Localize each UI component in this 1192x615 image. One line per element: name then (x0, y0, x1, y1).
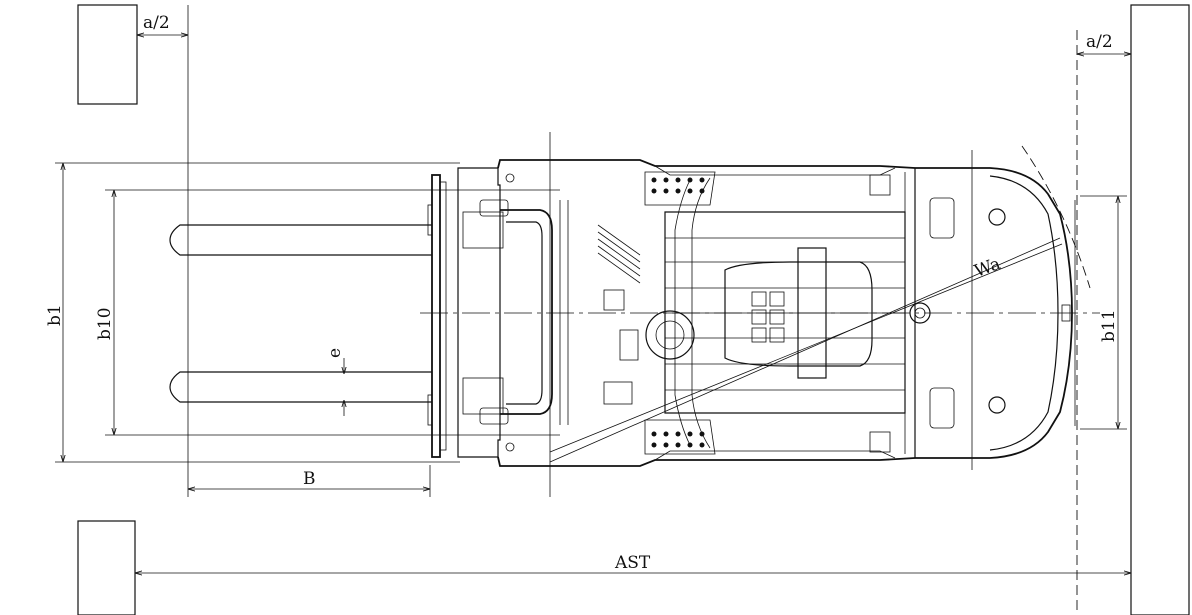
label-b1: b1 (45, 304, 65, 326)
label-ast: AST (614, 553, 651, 573)
fork-lower (169, 371, 432, 403)
pallet-block-bottom-left (77, 520, 136, 615)
dimension-a-half-right: a/2 (1077, 32, 1131, 54)
label-b11: b11 (1099, 309, 1119, 342)
overhead-guard (664, 174, 906, 453)
label-a-half-left: a/2 (143, 13, 170, 33)
label-a-half-right: a/2 (1086, 32, 1113, 52)
dimension-b11: b11 (1080, 195, 1127, 430)
step-plate-upper (644, 171, 716, 206)
turning-radius-wa: Wa (549, 145, 1091, 463)
counterweight (909, 197, 1006, 429)
label-e: e (325, 348, 345, 358)
step-plate-lower (644, 419, 716, 455)
hydraulic-controls (597, 224, 641, 405)
steering-wheel (645, 310, 695, 360)
label-B: B (303, 469, 316, 489)
label-b10: b10 (95, 307, 115, 340)
rack-wall-right (1130, 4, 1190, 615)
mast-assembly (457, 167, 569, 458)
fork-carriage (427, 174, 447, 458)
fork-upper (169, 224, 432, 256)
operator-seat (724, 261, 873, 367)
dimension-b10: b10 (95, 189, 560, 436)
pallet-block-top-left (77, 4, 138, 105)
dimension-B: B (188, 465, 431, 497)
label-wa: Wa (972, 254, 1003, 282)
dimension-ast: AST (135, 553, 1131, 573)
dimension-a-half-left: a/2 (137, 13, 188, 35)
dimension-b1: b1 (45, 162, 460, 463)
dimension-e: e (325, 348, 345, 416)
